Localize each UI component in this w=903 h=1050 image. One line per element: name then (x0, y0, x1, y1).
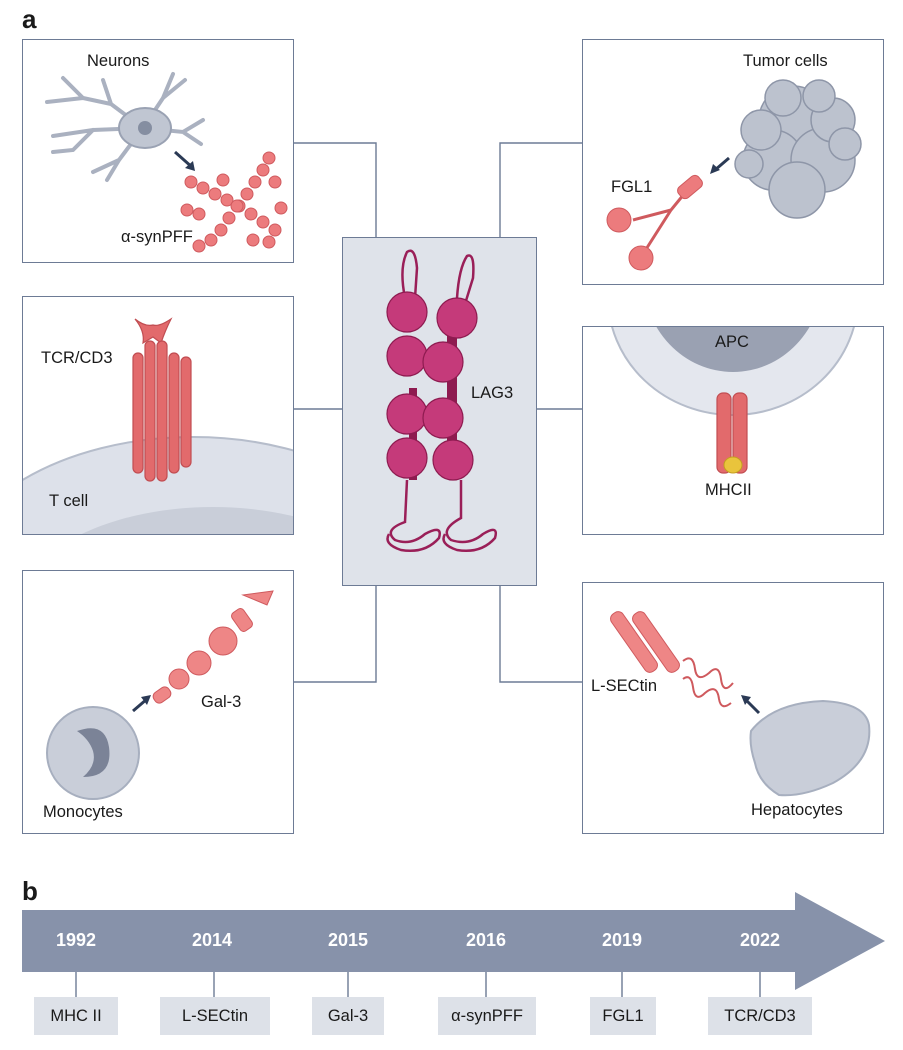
timeline-ligand-mhc-ii: MHC II (34, 997, 118, 1035)
panel-label-b: b (22, 876, 38, 906)
tcell-box: TCR/CD3 T cell (22, 296, 294, 535)
mhcii-label: MHCII (705, 481, 752, 499)
timeline-year-2019: 2019 (601, 930, 643, 950)
tumor-cells-label: Tumor cells (743, 52, 828, 70)
lag3-illustration (386, 249, 497, 552)
gal-3-label: Gal-3 (201, 693, 242, 711)
timeline-ligand-alpha-synpff: α-synPFF (438, 997, 536, 1035)
neurons-box: Neurons α-synPFF (22, 39, 294, 263)
neuron-illustration (45, 72, 288, 253)
lag3-dimer-icon (386, 249, 497, 552)
tcell-illustration (23, 317, 293, 534)
monocyte-icon (46, 706, 140, 800)
l-sectin-label: L-SECtin (591, 677, 658, 695)
hepatocyte-illustration (610, 611, 871, 797)
timeline-year-2022: 2022 (739, 930, 781, 950)
tcr-cd3-label: TCR/CD3 (41, 349, 113, 367)
tcr-cd3-complex-icon (132, 317, 192, 482)
lag3-box: LAG3 (342, 237, 537, 586)
apc-box: APC MHCII (582, 326, 884, 535)
apc-label: APC (715, 333, 749, 351)
monocytes-label: Monocytes (43, 803, 123, 821)
t-cell-label: T cell (49, 492, 89, 510)
liver-icon (749, 699, 871, 797)
tumor-illustration (606, 79, 862, 271)
tumor-box: Tumor cells FGL1 (582, 39, 884, 285)
monocytes-box: Gal-3 Monocytes (22, 570, 294, 834)
neurons-label: Neurons (87, 52, 150, 70)
timeline-ligand-gal-3: Gal-3 (312, 997, 384, 1035)
timeline-year-2016: 2016 (465, 930, 507, 950)
apc-illustration (611, 327, 855, 474)
alpha-synpff-fibril-icon (180, 151, 288, 253)
monocyte-illustration (46, 590, 274, 800)
timeline-ligand-fgl1: FGL1 (590, 997, 656, 1035)
galectin-3-icon (152, 590, 274, 704)
timeline-ligand-l-sectin: L-SECtin (160, 997, 270, 1035)
alpha-synpff-label: α-synPFF (121, 228, 193, 246)
fgl1-icon (606, 174, 703, 271)
timeline-year-2014: 2014 (191, 930, 233, 950)
panel-label-a: a (22, 4, 37, 34)
timeline-year-1992: 1992 (55, 930, 97, 950)
lag3-label: LAG3 (471, 384, 514, 402)
mhcii-icon (716, 392, 748, 474)
l-sectin-icon (610, 611, 680, 673)
fgl1-label: FGL1 (611, 178, 653, 196)
timeline-ligand-tcr-cd3: TCR/CD3 (708, 997, 812, 1035)
hepatocytes-label: Hepatocytes (751, 801, 843, 819)
tumor-cells-icon (734, 79, 862, 219)
timeline-year-2015: 2015 (327, 930, 369, 950)
hepatocytes-box: L-SECtin Hepatocytes (582, 582, 884, 834)
